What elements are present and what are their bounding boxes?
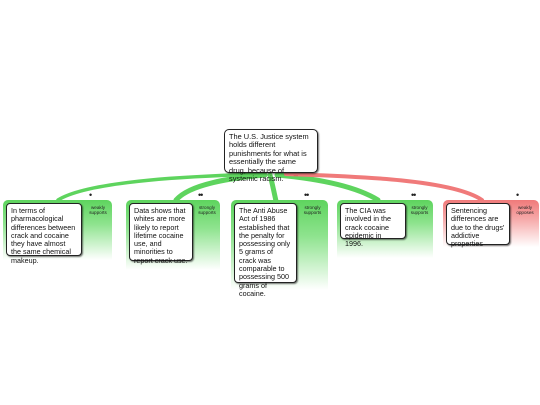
premise-text-4: The CIA was involved in the crack cocain…: [345, 206, 391, 249]
premise-text-box-5[interactable]: Sentencing differences are due to the dr…: [446, 203, 510, 249]
premise-text-box-1[interactable]: In terms of pharmacological differences …: [6, 203, 82, 264]
connector-support-3: [267, 172, 279, 204]
strength-label-4: strongly supports: [410, 205, 429, 216]
strength-label-2: strongly supports: [198, 205, 216, 216]
premise-text-2: Data shows that whites are more likely t…: [134, 206, 188, 265]
connector-support-2: [173, 172, 268, 203]
strength-dots-3: ••: [304, 190, 309, 200]
premise-text-3: The Anti Abuse Act of 1986 established t…: [239, 206, 291, 298]
connector-support-4: [274, 172, 381, 203]
claim-text: The U.S. Justice system holds different …: [229, 132, 309, 184]
strength-dots-5: •: [516, 190, 519, 200]
connector-oppose-5: [284, 172, 484, 202]
connector-support-1: [56, 172, 262, 202]
strength-label-5: weakly opposes: [516, 205, 534, 216]
premise-text-box-2[interactable]: Data shows that whites are more likely t…: [129, 203, 193, 264]
strength-dots-4: ••: [411, 190, 416, 200]
premise-text-1: In terms of pharmacological differences …: [11, 206, 76, 265]
premise-text-5: Sentencing differences are due to the dr…: [451, 206, 505, 249]
strength-dots-2: ••: [198, 190, 203, 200]
strength-dots-1: •: [89, 190, 92, 200]
claim-box[interactable]: The U.S. Justice system holds different …: [224, 129, 318, 183]
premise-text-box-4[interactable]: The CIA was involved in the crack cocain…: [340, 203, 406, 248]
strength-label-3: strongly supports: [303, 205, 322, 216]
strength-label-1: weakly supports: [89, 205, 107, 216]
premise-text-box-3[interactable]: The Anti Abuse Act of 1986 established t…: [234, 203, 297, 298]
oppose-marker: −: [293, 172, 299, 180]
